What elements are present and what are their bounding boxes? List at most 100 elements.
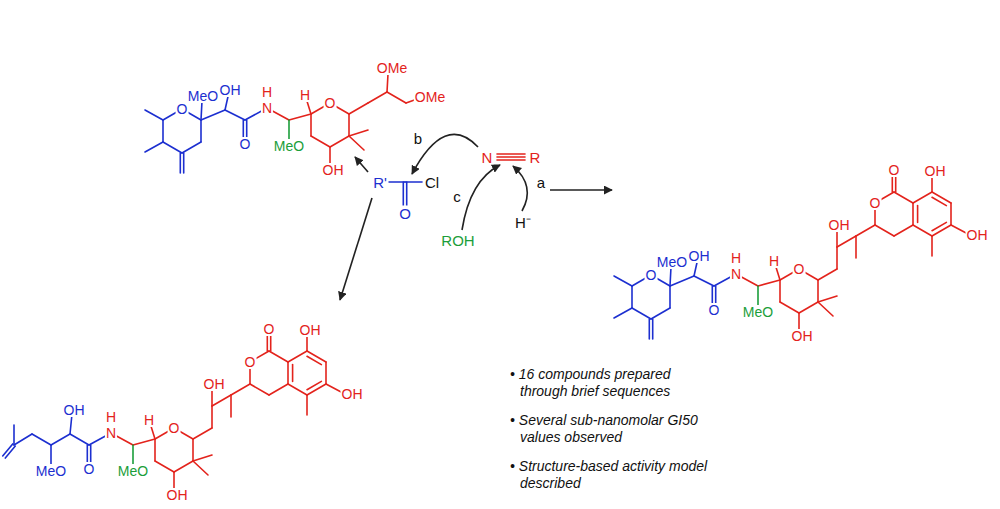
- bond: [387, 74, 388, 92]
- bond: [932, 222, 946, 230]
- bond: [917, 206, 919, 223]
- atom-label: O: [324, 96, 337, 110]
- reaction-arrow: [340, 198, 372, 300]
- bond: [201, 101, 202, 120]
- bond: [269, 351, 288, 362]
- bond: [932, 225, 951, 236]
- atom-label: H: [105, 410, 117, 424]
- bond: [631, 286, 633, 308]
- bond: [145, 110, 163, 120]
- reagent-label: R: [529, 150, 542, 165]
- bond: [13, 425, 15, 445]
- bond: [855, 236, 857, 258]
- bond: [402, 182, 404, 207]
- atom-label: OMe: [376, 61, 408, 75]
- bond: [230, 395, 232, 417]
- bond: [50, 445, 52, 465]
- bond: [307, 356, 321, 364]
- bond: [652, 319, 654, 339]
- atom-label: H: [768, 254, 780, 268]
- bond: [651, 308, 670, 319]
- bond: [193, 461, 208, 475]
- bond: [950, 203, 952, 225]
- bond: [132, 445, 134, 465]
- bond: [32, 434, 51, 445]
- atom-label: OH: [63, 403, 86, 417]
- atom-label: H: [730, 251, 742, 265]
- reagent-label: H⁻: [514, 215, 532, 230]
- bond: [163, 142, 182, 153]
- bond: [670, 276, 694, 286]
- reagent-label: ROH: [440, 233, 475, 248]
- bond: [250, 384, 269, 395]
- bond: [288, 351, 307, 362]
- bond: [405, 181, 422, 183]
- bond: [497, 156, 525, 158]
- bond: [162, 120, 164, 142]
- bond: [145, 142, 163, 152]
- reagent-label: a: [536, 175, 546, 190]
- bond: [180, 153, 182, 173]
- atom-label: N: [105, 426, 117, 440]
- summary-note: • 16 compounds prepared through brief se…: [510, 366, 710, 400]
- bond: [817, 280, 819, 302]
- atom-label: OH: [322, 163, 345, 177]
- bond: [931, 176, 933, 192]
- bond: [212, 395, 231, 406]
- summary-note: • Several sub-nanomolar GI50 values obse…: [510, 412, 710, 446]
- reaction-arrow: [550, 189, 612, 191]
- bond: [70, 414, 72, 434]
- bond: [154, 439, 156, 461]
- bond: [856, 225, 875, 236]
- reagent-label: b: [413, 131, 423, 146]
- atom-label: O: [239, 137, 252, 151]
- bond: [913, 192, 932, 203]
- bond: [406, 182, 408, 207]
- bond: [311, 136, 330, 147]
- atom-label: O: [263, 322, 276, 336]
- bond: [368, 92, 387, 103]
- atom-label: OH: [299, 323, 322, 337]
- atom-label: OH: [924, 164, 947, 178]
- atom-label: OMe: [414, 90, 446, 104]
- bond: [183, 153, 185, 173]
- bond: [200, 120, 202, 142]
- bond: [14, 434, 32, 445]
- atom-label: OH: [219, 83, 242, 97]
- reagent-label: c: [452, 189, 462, 204]
- bond: [70, 434, 89, 445]
- bond: [325, 362, 327, 384]
- bond: [201, 110, 225, 120]
- bond: [818, 296, 837, 302]
- bond: [757, 286, 759, 306]
- atom-label: O: [708, 303, 721, 317]
- bond: [5, 446, 15, 458]
- bond: [289, 114, 311, 120]
- curved-arrow: [513, 166, 527, 211]
- bond: [614, 276, 632, 286]
- atom-label: MeO: [742, 305, 774, 319]
- reagent-label: N: [481, 150, 494, 165]
- bond: [799, 302, 818, 313]
- atom-label: MeO: [117, 464, 149, 478]
- atom-label: H: [143, 413, 155, 427]
- bond: [192, 439, 194, 461]
- atom-label: O: [888, 163, 901, 177]
- bond: [51, 434, 70, 445]
- atom-label: MeO: [187, 89, 219, 103]
- bond: [348, 114, 350, 136]
- bond: [349, 130, 368, 136]
- bond: [307, 381, 321, 389]
- atom-label: O: [83, 462, 96, 476]
- bond: [780, 302, 799, 313]
- reagent-label: R': [372, 175, 388, 190]
- reaction-arrow: [355, 157, 368, 172]
- bond: [497, 159, 525, 161]
- bond: [758, 280, 780, 286]
- bond: [292, 365, 294, 382]
- bond: [614, 308, 632, 318]
- bond: [211, 406, 213, 428]
- atom-label: OH: [203, 377, 226, 391]
- reagent-label: Cl: [424, 175, 440, 190]
- atom-label: OH: [341, 387, 364, 401]
